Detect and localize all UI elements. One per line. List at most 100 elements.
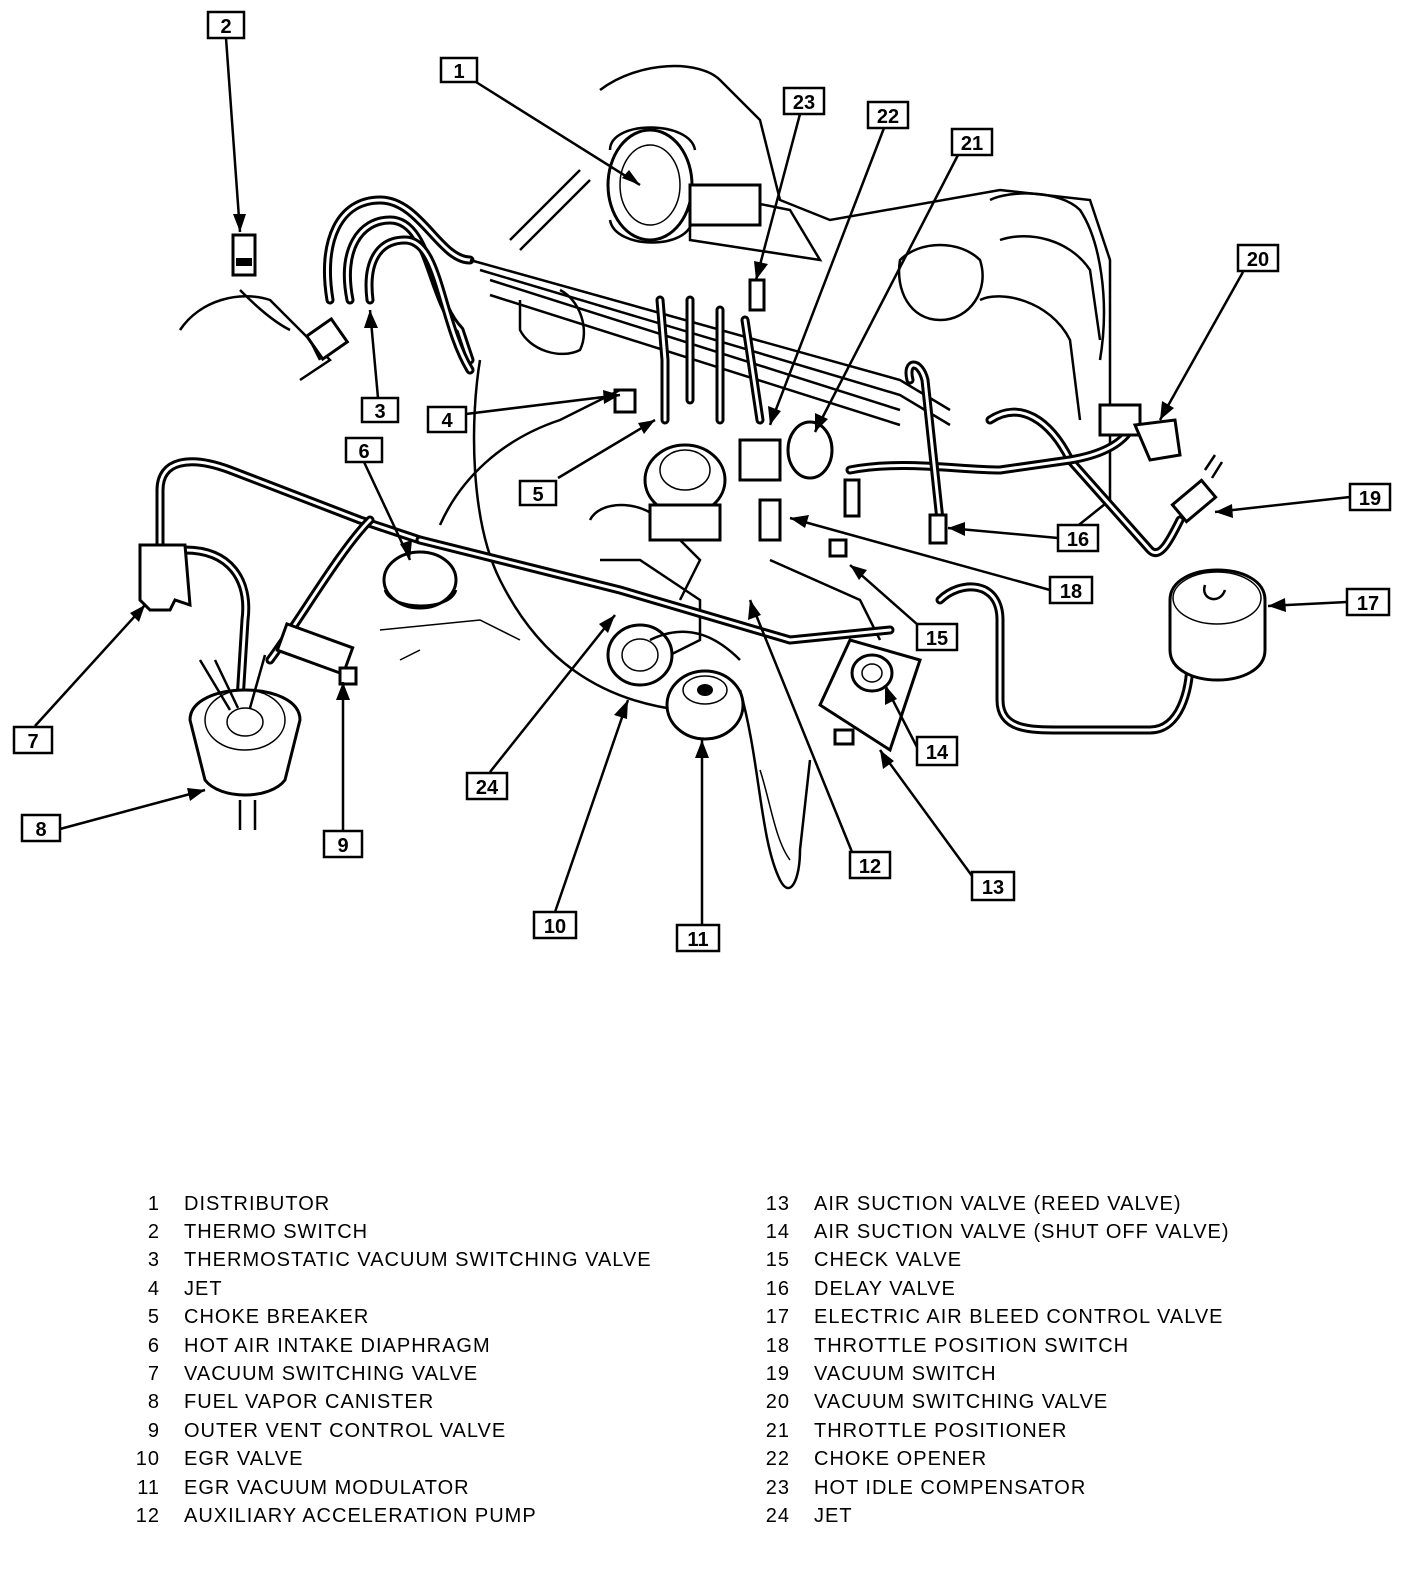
legend-item-number: 20 — [765, 1391, 790, 1414]
legend-item-label: CHOKE BREAKER — [184, 1306, 370, 1329]
svg-text:10: 10 — [544, 916, 566, 938]
legend-item-label: EGR VALVE — [184, 1448, 304, 1471]
svg-text:23: 23 — [793, 92, 815, 114]
legend-item-number: 13 — [765, 1192, 790, 1215]
callout-7: 7 — [12, 725, 54, 755]
legend-item-label: AUXILIARY ACCELERATION PUMP — [184, 1504, 537, 1527]
callout-12: 12 — [848, 850, 892, 880]
svg-text:5: 5 — [532, 484, 543, 506]
legend-item-label: AIR SUCTION VALVE (REED VALVE) — [814, 1192, 1182, 1215]
legend-item-number: 16 — [765, 1277, 790, 1300]
legend-item-number: 19 — [765, 1363, 790, 1386]
svg-text:12: 12 — [859, 856, 881, 878]
legend-item: 6 HOT AIR INTAKE DIAPHRAGM — [112, 1332, 652, 1360]
vacuum-hose-bundle — [304, 169, 951, 427]
legend-item-label: VACUUM SWITCHING VALVE — [184, 1363, 479, 1386]
svg-text:8: 8 — [35, 819, 46, 841]
legend-item-label: THROTTLE POSITION SWITCH — [814, 1334, 1130, 1357]
legend-item-number: 17 — [765, 1306, 790, 1329]
legend-item-number: 4 — [147, 1277, 160, 1300]
legend-item-number: 6 — [147, 1334, 160, 1357]
arrowheads — [130, 170, 1286, 801]
svg-text:6: 6 — [358, 441, 369, 463]
legend-item-label: DISTRIBUTOR — [184, 1192, 331, 1215]
egr-valve-assembly — [606, 623, 745, 741]
svg-text:22: 22 — [877, 106, 899, 128]
legend-item-number: 9 — [147, 1419, 160, 1442]
callout-16: 16 — [1056, 523, 1100, 553]
legend-item-number: 15 — [765, 1249, 790, 1272]
svg-text:21: 21 — [961, 133, 983, 155]
callout-19: 19 — [1348, 482, 1392, 512]
legend-item-number: 8 — [147, 1391, 160, 1414]
legend-item: 21 THROTTLE POSITIONER — [762, 1417, 1230, 1445]
callout-1: 1 — [439, 56, 479, 84]
legend-item-number: 12 — [135, 1504, 160, 1527]
callout-17: 17 — [1345, 587, 1391, 617]
legend-item: 4 JET — [112, 1275, 652, 1303]
vacuum-switching-valve-7 — [138, 543, 192, 612]
electric-air-bleed-valve — [845, 360, 1267, 735]
legend-item-label: CHOKE OPENER — [814, 1448, 988, 1471]
legend-item-number: 11 — [137, 1476, 160, 1499]
legend-item: 12 AUXILIARY ACCELERATION PUMP — [112, 1502, 652, 1530]
callout-20: 20 — [1236, 243, 1280, 273]
engine-vacuum-diagram: 1 2 3 4 5 6 7 8 9 10 11 12 13 14 15 16 1… — [12, 10, 1392, 953]
left-hose-run — [155, 388, 895, 705]
svg-text:20: 20 — [1247, 249, 1269, 271]
svg-text:14: 14 — [926, 742, 949, 764]
vacuum-switching-valve-20 — [1098, 403, 1182, 462]
callout-4: 4 — [426, 405, 468, 434]
legend-item-label: FUEL VAPOR CANISTER — [184, 1391, 435, 1414]
legend-item-label: THROTTLE POSITIONER — [814, 1419, 1068, 1442]
legend-item-number: 23 — [765, 1476, 790, 1499]
outer-vent-control-valve — [275, 621, 358, 686]
legend-item-number: 18 — [765, 1334, 790, 1357]
svg-text:15: 15 — [926, 628, 948, 650]
callout-9: 9 — [322, 829, 364, 859]
hot-air-intake-diaphragm — [382, 550, 458, 610]
callout-18: 18 — [1048, 575, 1094, 605]
legend-item-number: 3 — [147, 1249, 160, 1272]
legend-item-label: THERMOSTATIC VACUUM SWITCHING VALVE — [184, 1249, 652, 1272]
legend-item-label: HOT AIR INTAKE DIAPHRAGM — [184, 1334, 491, 1357]
svg-text:11: 11 — [687, 929, 708, 951]
legend-item-number: 1 — [147, 1192, 160, 1215]
callout-3: 3 — [360, 396, 400, 424]
legend-item-label: AIR SUCTION VALVE (SHUT OFF VALVE) — [814, 1221, 1230, 1244]
air-suction-valve — [818, 638, 922, 753]
legend-item: 15 CHECK VALVE — [762, 1247, 1230, 1275]
legend-item-number: 24 — [765, 1504, 790, 1527]
svg-text:19: 19 — [1359, 488, 1381, 510]
legend-item: 1 DISTRIBUTOR — [112, 1190, 652, 1218]
legend-item-label: EGR VACUUM MODULATOR — [184, 1476, 470, 1499]
svg-text:4: 4 — [441, 410, 453, 432]
legend-item-label: CHECK VALVE — [814, 1249, 963, 1272]
legend-item-label: OUTER VENT CONTROL VALVE — [184, 1419, 507, 1442]
vacuum-switch-part — [1170, 454, 1224, 524]
legend-item: 8 FUEL VAPOR CANISTER — [112, 1389, 652, 1417]
legend-item-label: THERMO SWITCH — [184, 1221, 369, 1244]
fuel-vapor-canister — [188, 654, 302, 830]
legend-item: 3 THERMOSTATIC VACUUM SWITCHING VALVE — [112, 1247, 652, 1275]
callout-2: 2 — [206, 10, 246, 40]
callout-24: 24 — [465, 771, 509, 801]
legend-item-number: 21 — [765, 1419, 790, 1442]
legend-item-number: 7 — [147, 1363, 160, 1386]
legend-item: 9 OUTER VENT CONTROL VALVE — [112, 1417, 652, 1445]
legend-item-label: ELECTRIC AIR BLEED CONTROL VALVE — [814, 1306, 1224, 1329]
callout-11: 11 — [675, 923, 721, 953]
callout-5: 5 — [518, 479, 558, 507]
legend-item-label: JET — [184, 1277, 223, 1300]
svg-text:24: 24 — [476, 777, 499, 799]
svg-text:3: 3 — [374, 401, 385, 423]
